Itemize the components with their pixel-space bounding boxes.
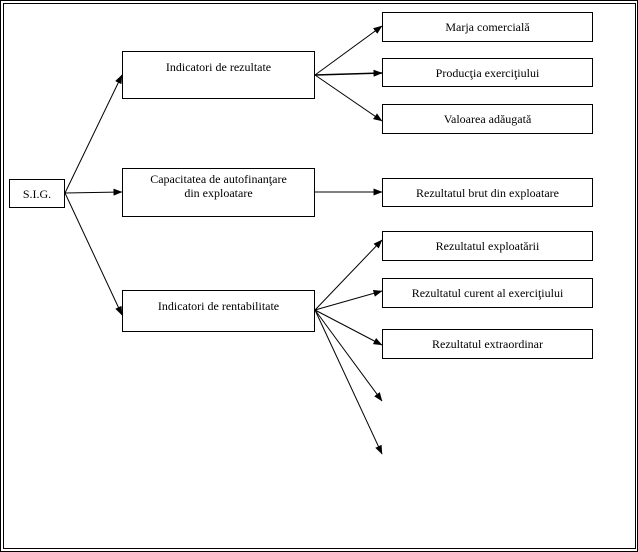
leaf-production-label: Producţia exerciţiului <box>435 66 540 80</box>
leaf-value-added-label: Valoarea adăugată <box>443 112 532 126</box>
arrow-profitability-to-extraordinary-result <box>314 309 383 346</box>
leaf-gross-result-label: Rezultatul brut din exploatare <box>416 186 559 200</box>
inner-frame <box>3 3 636 549</box>
leaf-value-added: Valoarea adăugată <box>382 104 593 134</box>
arrow-results-to-production <box>314 69 383 77</box>
arrow-root-to-selffinancing <box>64 188 123 196</box>
node-selffinancing-capacity: Capacitatea de autofinanţare din exploat… <box>122 168 315 217</box>
node-results-indicators: Indicatori de rezultate <box>122 51 315 99</box>
node-profitability-indicators-label: Indicatori de rentabilitate <box>157 299 280 313</box>
node-sig-label: S.I.G. <box>22 187 52 201</box>
node-sig: S.I.G. <box>9 179 65 208</box>
leaf-margin-label: Marja comercială <box>445 20 530 34</box>
arrow-results-to-margin <box>314 25 383 76</box>
leaf-gross-result: Rezultatul brut din exploatare <box>382 178 593 207</box>
leaf-extraordinary-result-label: Rezultatul extraordinar <box>432 337 543 351</box>
arrow-profitability-to-operating-result <box>314 239 383 311</box>
arrow-profitability-to-unlabeled-2 <box>314 309 383 455</box>
leaf-current-result-label: Rezultatul curent al exerciţiului <box>411 286 564 300</box>
node-selffinancing-line-1: Capacitatea de autofinanţare <box>150 172 287 186</box>
leaf-current-result: Rezultatul curent al exerciţiului <box>382 278 593 308</box>
leaf-production: Producţia exerciţiului <box>382 58 593 87</box>
leaf-margin: Marja comercială <box>382 12 593 42</box>
leaf-operating-result: Rezultatul exploatării <box>382 231 593 261</box>
arrow-results-to-value-added <box>314 74 383 122</box>
node-selffinancing-line-2: din exploatare <box>184 186 253 200</box>
leaf-extraordinary-result: Rezultatul extraordinar <box>382 329 593 359</box>
arrow-profitability-to-current-result <box>314 289 383 311</box>
leaf-operating-result-label: Rezultatul exploatării <box>435 239 540 253</box>
node-profitability-indicators: Indicatori de rentabilitate <box>122 290 315 332</box>
node-results-indicators-label: Indicatori de rezultate <box>165 60 272 74</box>
arrow-root-to-results <box>64 74 123 194</box>
arrow-root-to-profitability <box>64 192 123 316</box>
arrow-profitability-to-unlabeled-1 <box>314 309 383 402</box>
